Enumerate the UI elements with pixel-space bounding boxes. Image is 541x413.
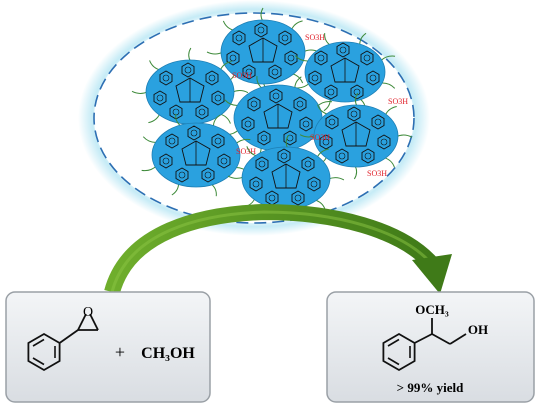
cage-frame — [271, 163, 301, 189]
cage-frame — [181, 140, 211, 166]
cage-frame — [263, 103, 293, 129]
reactants-box: O + CH₃OH — [5, 291, 211, 403]
cage-frame — [175, 77, 205, 103]
arrow-head — [412, 254, 452, 294]
sulfonic-acid-label: SO3H — [388, 97, 408, 106]
plus-sign: + — [115, 342, 125, 362]
catalyst-particles: SO3H SO3H SO3H SO3H SO3H SO3H — [131, 7, 413, 222]
catalyst-particle: SO3H — [232, 32, 396, 112]
svg-text:O: O — [83, 305, 93, 320]
product-chain — [414, 318, 467, 345]
cage-frame — [330, 57, 360, 83]
epoxide-ring: O — [59, 305, 99, 344]
product-box: OCH₃ OH > 99% yield — [326, 291, 535, 403]
catalyst-particle — [131, 47, 249, 137]
sulfonic-acid-label: SO3H — [367, 169, 387, 178]
cage-frame — [248, 37, 278, 63]
yield-label: > 99% yield — [397, 380, 464, 395]
hydroxyl-label: OH — [468, 322, 488, 337]
methoxy-label: OCH₃ — [415, 302, 449, 317]
sulfonic-acid-label: SO3H — [310, 133, 330, 142]
sulfonic-acid-label: SO3H — [232, 71, 252, 80]
sulfonic-acid-label: SO3H — [236, 147, 256, 156]
reaction-arrow — [104, 203, 452, 295]
methanol-label: CH₃OH — [141, 345, 195, 362]
cage-frame — [341, 121, 371, 147]
catalyst-particle: SO3H — [299, 92, 413, 180]
sulfonic-acid-label: SO3H — [305, 33, 325, 42]
catalyst-particle: SO3H — [141, 113, 256, 197]
